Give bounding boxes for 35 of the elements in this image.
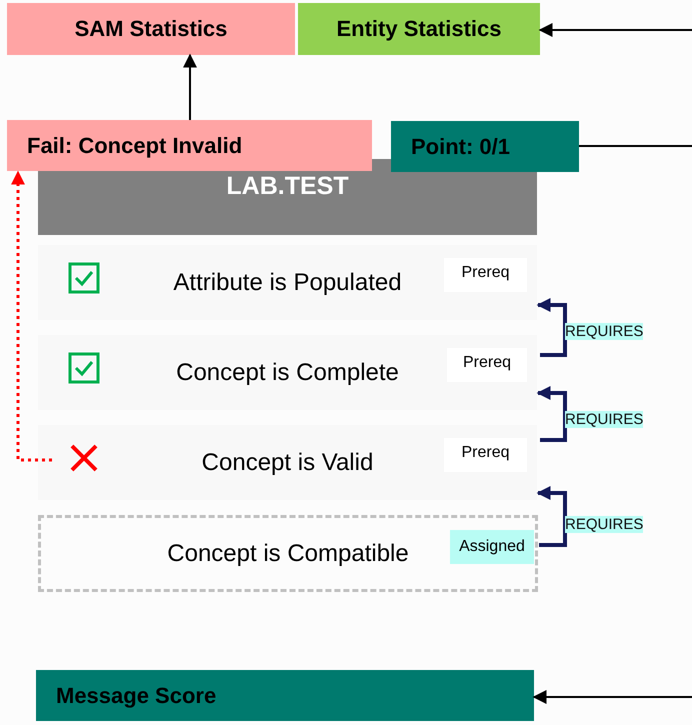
node-label: Assigned: [459, 538, 525, 556]
edge-label: REQUIRES: [565, 323, 644, 340]
rule-row: [38, 425, 537, 500]
edge-label: REQUIRES: [565, 516, 644, 533]
node-label: Prereq: [461, 264, 510, 282]
node-label: SAM Statistics: [74, 16, 228, 42]
tag: [450, 530, 534, 564]
edge-label: REQUIRES: [565, 411, 644, 428]
node-label: Entity Statistics: [336, 16, 502, 42]
status-box: [7, 120, 372, 171]
node-label: Prereq: [462, 354, 512, 372]
node-label: LAB.TEST: [226, 172, 349, 200]
arrow: [532, 690, 692, 704]
arrow: [538, 23, 692, 37]
rule-row: [38, 245, 537, 320]
statistics-box: [7, 3, 295, 55]
node-label: Concept is Valid: [202, 448, 374, 476]
score-box: [36, 670, 534, 721]
node-label: Concept is Compatible: [167, 540, 409, 568]
node-label: Point: 0/1: [411, 134, 510, 160]
arrow: [536, 298, 567, 357]
connector-line: [579, 145, 692, 147]
score-box: [391, 121, 579, 172]
rule-row: [38, 515, 538, 592]
arrow: [536, 486, 567, 547]
dotted-arrow: [11, 170, 52, 462]
node-label: Concept is Complete: [176, 358, 399, 386]
statistics-box: [298, 3, 540, 55]
node-label: Message Score: [56, 682, 216, 708]
arrow: [536, 386, 567, 442]
node-label: Prereq: [461, 444, 510, 462]
node-label: Attribute is Populated: [173, 268, 402, 296]
rule-row: [38, 335, 537, 410]
node-label: Fail: Concept Invalid: [27, 132, 242, 158]
arrow: [183, 54, 197, 120]
